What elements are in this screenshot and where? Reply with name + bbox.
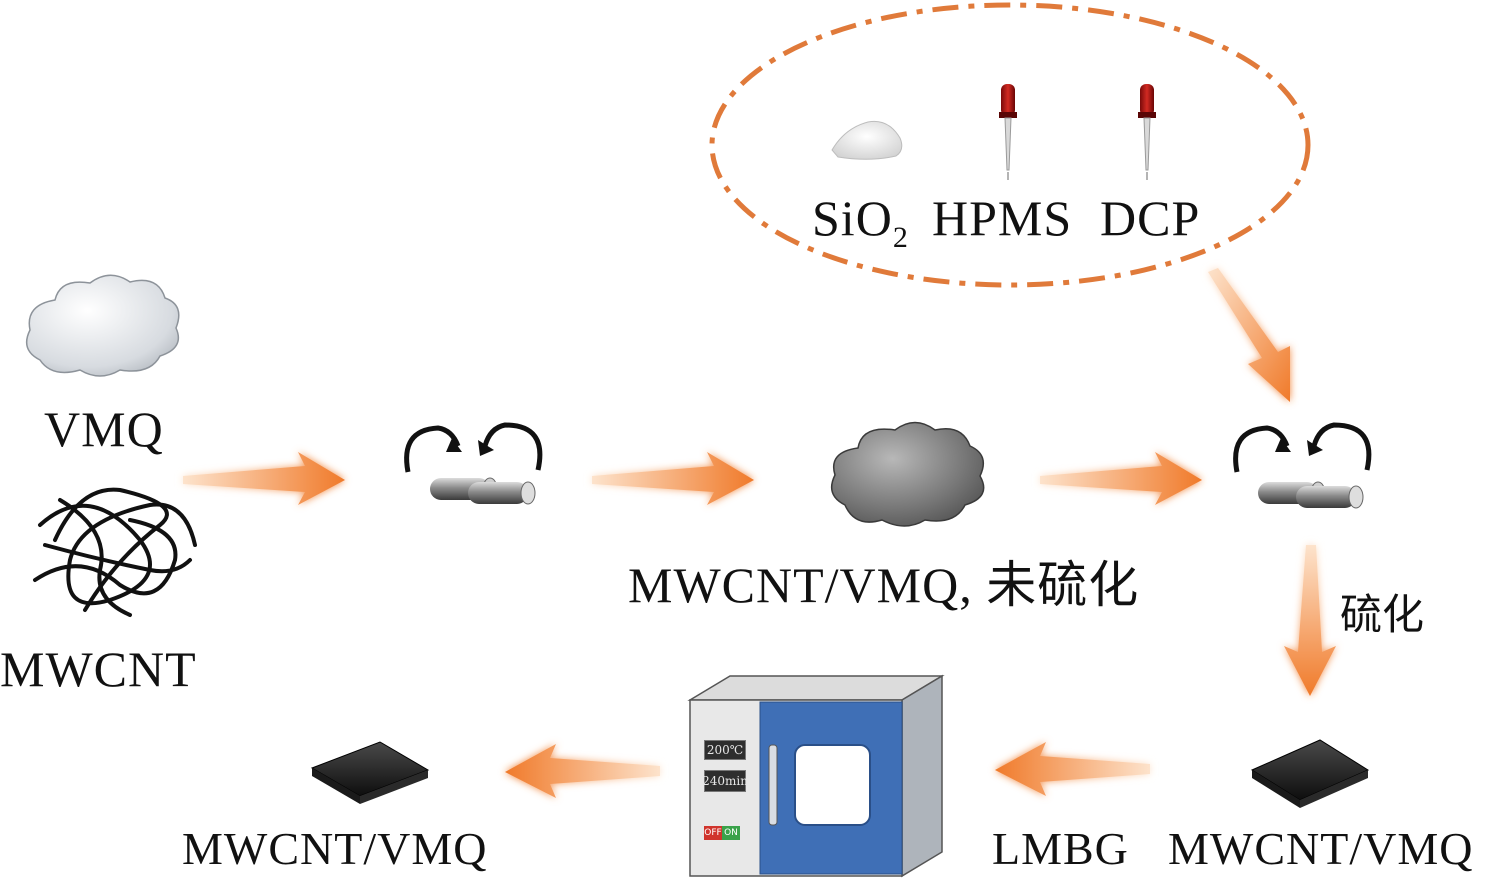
- mwcnt-label: MWCNT: [0, 641, 197, 697]
- vulcanize-label: 硫化: [1340, 590, 1425, 639]
- cured-sheet-right-icon: [1250, 739, 1370, 808]
- hpms-label: HPMS: [932, 190, 1073, 246]
- arrow-to-oven: [995, 742, 1150, 796]
- final-sheet-left-icon: [310, 741, 430, 804]
- dcp-dropper-icon: [1138, 84, 1156, 180]
- sio2-powder-icon: [831, 120, 903, 160]
- arrow-down: [1284, 545, 1336, 696]
- dcp-label: DCP: [1100, 190, 1201, 246]
- final-sheet-label: MWCNT/VMQ: [182, 823, 488, 874]
- vmq-label: VMQ: [44, 401, 164, 457]
- additives-ellipse: [709, 2, 1311, 288]
- arrow-diagonal: [1208, 268, 1290, 402]
- arrow-1: [183, 452, 345, 505]
- oven-off-switch: OFF: [704, 826, 722, 840]
- mixed-compound-cloud-icon: [830, 421, 985, 527]
- sio2-subscript: 2: [892, 221, 909, 254]
- arrow-2: [592, 452, 754, 505]
- hpms-dropper-icon: [999, 84, 1017, 180]
- sio2-label: SiO2: [812, 193, 909, 253]
- arrow-3: [1040, 452, 1202, 505]
- lmbg-label: LMBG: [992, 823, 1129, 874]
- roller-mill-2: [1233, 422, 1372, 509]
- oven-temp-display: 200℃: [704, 740, 746, 760]
- mixed-uncured-label: MWCNT/VMQ, 未硫化: [628, 557, 1140, 613]
- oven-time-display: 240min: [702, 770, 748, 792]
- arrow-to-final: [505, 744, 660, 798]
- oven-icon: [687, 674, 945, 878]
- oven-on-switch: ON: [722, 826, 740, 840]
- sio2-main-text: SiO: [812, 190, 893, 246]
- mwcnt-tangle-icon: [33, 487, 197, 617]
- roller-mill-1: [404, 422, 543, 505]
- vmq-cloud-icon: [25, 274, 180, 377]
- cured-sheet-label: MWCNT/VMQ: [1168, 823, 1474, 874]
